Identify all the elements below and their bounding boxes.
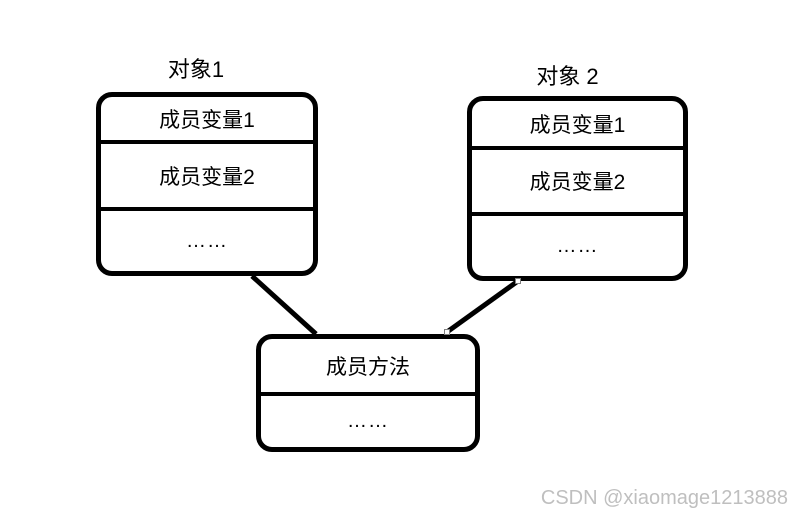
object1-title: 对象1	[167, 57, 225, 82]
object1-box: 成员变量1 成员变量2 ……	[96, 92, 318, 276]
object2-member-variable-2: 成员变量2	[472, 146, 683, 212]
object2-title: 对象 2	[536, 64, 599, 89]
member-method-ellipsis-row: ……	[261, 392, 475, 447]
member-method-row: 成员方法	[326, 355, 410, 379]
connector-object1-to-method	[250, 274, 318, 336]
member-method-box: 成员方法 ……	[256, 334, 480, 452]
object1-member-variable-1: 成员变量1	[159, 108, 255, 132]
csdn-watermark: CSDN @xiaomage1213888	[540, 487, 788, 509]
object2-box: 成员变量1 成员变量2 ……	[467, 96, 688, 281]
object2-ellipsis-row: ……	[472, 212, 683, 276]
object1-ellipsis-row: ……	[101, 207, 313, 271]
object2-member-variable-1: 成员变量1	[529, 113, 626, 137]
connector-object2-to-method	[445, 278, 520, 335]
object1-member-variable-2: 成员变量2	[101, 140, 313, 207]
